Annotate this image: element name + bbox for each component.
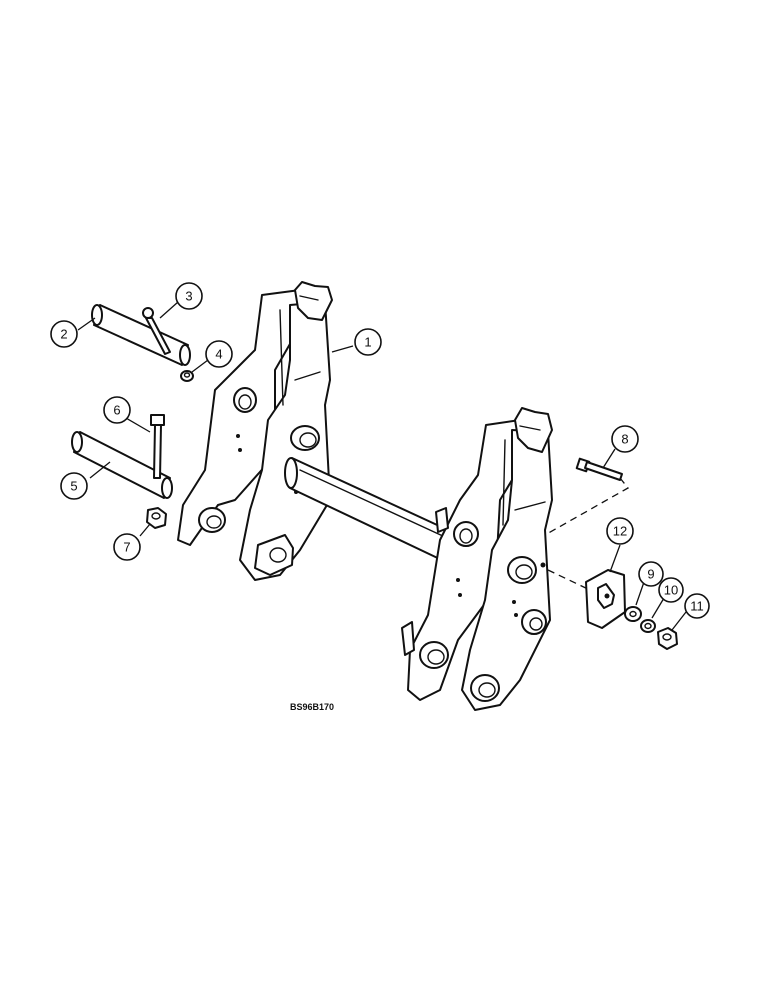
upper-pin-set bbox=[91, 304, 194, 382]
svg-text:10: 10 bbox=[664, 583, 678, 598]
callout-4: 4 bbox=[205, 340, 233, 368]
washer-stack bbox=[624, 606, 678, 650]
callout-6: 6 bbox=[103, 396, 131, 424]
callout-1: 1 bbox=[354, 328, 382, 356]
lower-pin-set bbox=[71, 414, 173, 529]
plate bbox=[585, 569, 626, 629]
svg-text:3: 3 bbox=[185, 289, 192, 304]
svg-text:7: 7 bbox=[123, 540, 130, 555]
plate-bolt bbox=[575, 457, 623, 481]
left-bracket-assembly bbox=[177, 281, 333, 581]
right-bracket-assembly bbox=[401, 407, 553, 711]
svg-text:4: 4 bbox=[215, 347, 222, 362]
reference-code: BS96B170 bbox=[290, 702, 334, 712]
callout-12: 12 bbox=[606, 517, 634, 545]
callout-5: 5 bbox=[60, 472, 88, 500]
callout-9: 9 bbox=[638, 561, 664, 587]
callout-10: 10 bbox=[658, 577, 684, 603]
svg-text:12: 12 bbox=[613, 524, 627, 539]
svg-text:6: 6 bbox=[113, 403, 120, 418]
callout-8: 8 bbox=[611, 425, 639, 453]
svg-text:5: 5 bbox=[70, 479, 77, 494]
svg-text:2: 2 bbox=[60, 327, 67, 342]
svg-text:11: 11 bbox=[690, 599, 704, 614]
callout-11: 11 bbox=[684, 593, 710, 619]
svg-text:8: 8 bbox=[621, 432, 628, 447]
callout-7: 7 bbox=[113, 533, 141, 561]
cross-shaft bbox=[284, 457, 449, 563]
leader-lines bbox=[77, 301, 687, 631]
assembly-lines bbox=[544, 477, 629, 591]
svg-text:9: 9 bbox=[647, 567, 654, 582]
svg-text:1: 1 bbox=[364, 335, 371, 350]
callout-3: 3 bbox=[175, 282, 203, 310]
callout-2: 2 bbox=[50, 320, 78, 348]
